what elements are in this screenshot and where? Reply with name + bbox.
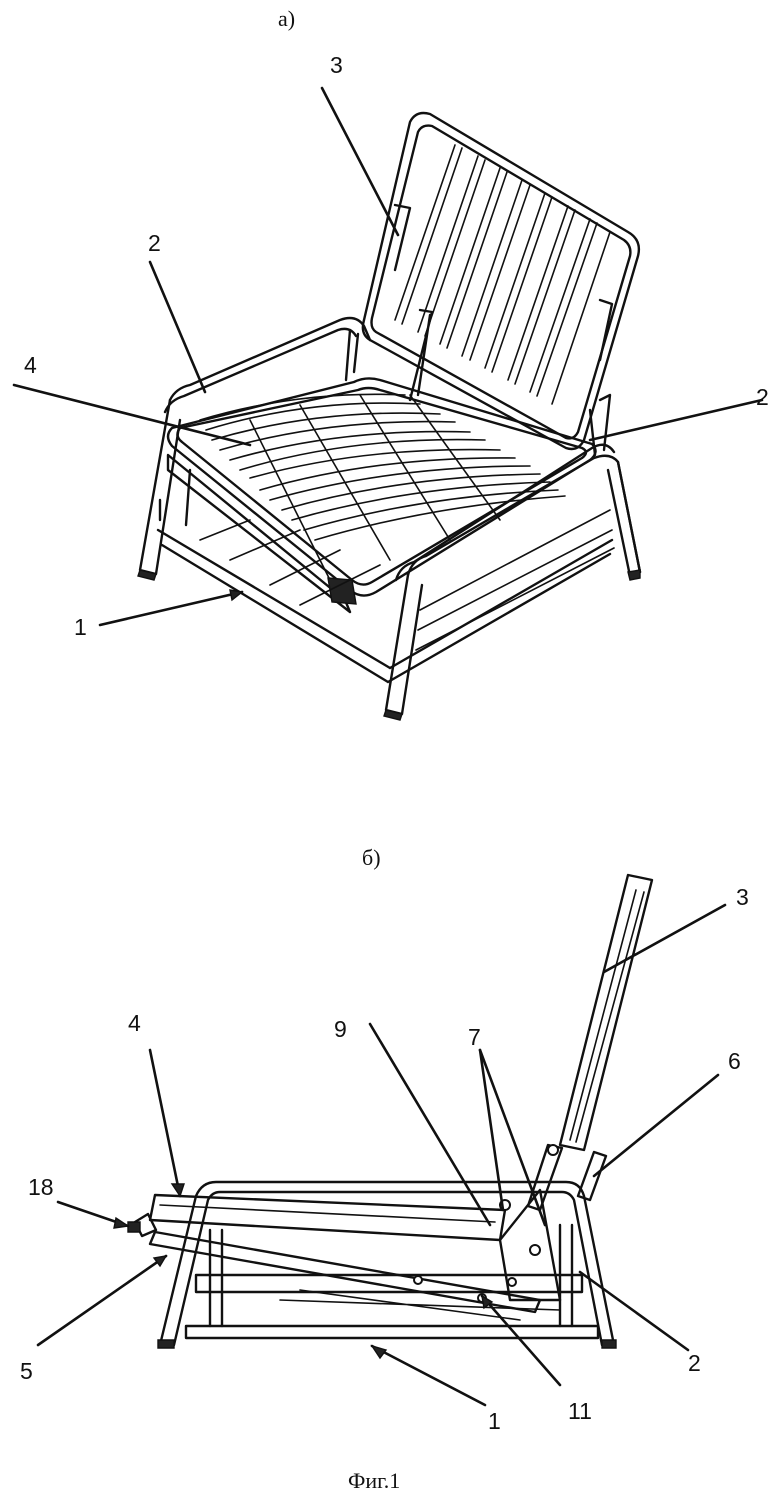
callout-b-2: 2 xyxy=(688,1352,701,1375)
callout-b-3: 3 xyxy=(736,886,749,909)
base-frame-side xyxy=(186,1225,598,1338)
callout-b-18: 18 xyxy=(28,1176,54,1199)
callout-b-4: 4 xyxy=(128,1012,141,1035)
callout-b-9: 9 xyxy=(334,1018,347,1041)
callout-b-6: 6 xyxy=(728,1050,741,1073)
figure-caption: Фиг.1 xyxy=(348,1470,400,1492)
callout-b-7: 7 xyxy=(468,1026,481,1049)
figure-b-leader-lines xyxy=(38,905,725,1405)
side-tube-frame xyxy=(158,1182,616,1348)
callout-b-11: 11 xyxy=(568,1400,592,1423)
callout-b-1: 1 xyxy=(488,1410,501,1433)
callout-b-5: 5 xyxy=(20,1360,33,1383)
